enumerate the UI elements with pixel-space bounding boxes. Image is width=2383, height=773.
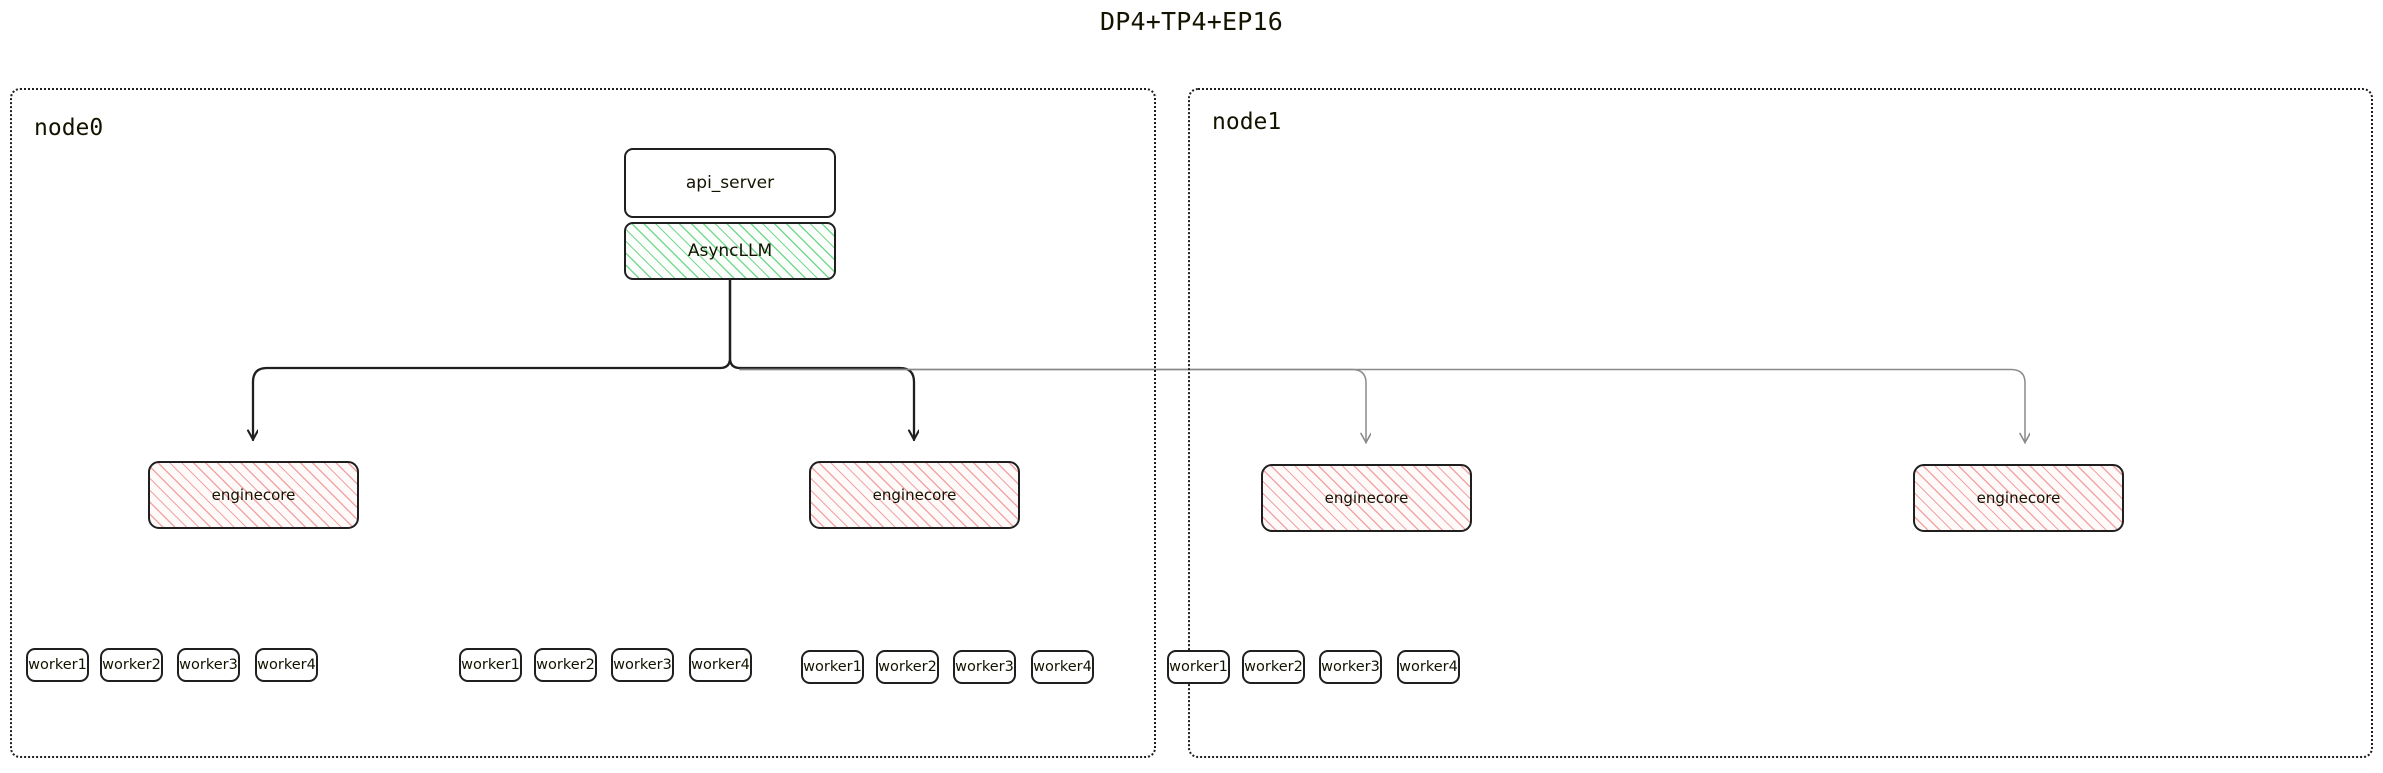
node-enginecore-3[interactable]: enginecore — [1913, 464, 2124, 532]
subgraph-node1-label: node1 — [1212, 109, 1282, 135]
node-api-server[interactable]: api_server — [624, 148, 836, 218]
page-title: DP4+TP4+EP16 — [1099, 7, 1283, 36]
node-async-llm-label: AsyncLLM — [687, 241, 773, 261]
node-worker-g1-3[interactable]: worker3 — [611, 648, 674, 682]
node-worker-g3-2[interactable]: worker2 — [1242, 650, 1305, 684]
node-async-llm[interactable]: AsyncLLM — [624, 222, 836, 280]
node-worker-g3-1-label: worker1 — [1169, 659, 1228, 675]
subgraph-node0: node0 — [10, 88, 1156, 758]
node-worker-g1-4[interactable]: worker4 — [689, 648, 752, 682]
node-worker-g2-1[interactable]: worker1 — [801, 650, 864, 684]
node-worker-g0-3[interactable]: worker3 — [177, 648, 240, 682]
node-enginecore-1[interactable]: enginecore — [809, 461, 1020, 529]
node-worker-g2-2[interactable]: worker2 — [876, 650, 939, 684]
node-worker-g0-4-label: worker4 — [257, 657, 316, 673]
node-worker-g1-2-label: worker2 — [536, 657, 595, 673]
node-worker-g3-4[interactable]: worker4 — [1397, 650, 1460, 684]
node-worker-g2-4-label: worker4 — [1033, 659, 1092, 675]
node-worker-g3-2-label: worker2 — [1244, 659, 1303, 675]
node-worker-g0-2-label: worker2 — [102, 657, 161, 673]
node-worker-g0-1[interactable]: worker1 — [26, 648, 89, 682]
node-worker-g1-2[interactable]: worker2 — [534, 648, 597, 682]
node-worker-g1-1[interactable]: worker1 — [459, 648, 522, 682]
node-worker-g3-3-label: worker3 — [1321, 659, 1380, 675]
node-worker-g3-3[interactable]: worker3 — [1319, 650, 1382, 684]
node-worker-g2-3-label: worker3 — [955, 659, 1014, 675]
node-worker-g0-4[interactable]: worker4 — [255, 648, 318, 682]
node-worker-g3-4-label: worker4 — [1399, 659, 1458, 675]
node-worker-g3-1[interactable]: worker1 — [1167, 650, 1230, 684]
node-enginecore-0-label: enginecore — [211, 486, 296, 504]
node-enginecore-2-label: enginecore — [1324, 489, 1409, 507]
node-worker-g2-2-label: worker2 — [878, 659, 937, 675]
node-enginecore-1-label: enginecore — [872, 486, 957, 504]
node-enginecore-3-label: enginecore — [1976, 489, 2061, 507]
node-worker-g2-3[interactable]: worker3 — [953, 650, 1016, 684]
node-worker-g1-1-label: worker1 — [461, 657, 520, 673]
node-worker-g2-1-label: worker1 — [803, 659, 862, 675]
node-worker-g0-1-label: worker1 — [28, 657, 87, 673]
node-worker-g2-4[interactable]: worker4 — [1031, 650, 1094, 684]
node-enginecore-0[interactable]: enginecore — [148, 461, 359, 529]
subgraph-node1: node1 — [1188, 88, 2373, 758]
subgraph-node0-label: node0 — [34, 115, 104, 141]
node-worker-g0-2[interactable]: worker2 — [100, 648, 163, 682]
node-enginecore-2[interactable]: enginecore — [1261, 464, 1472, 532]
node-worker-g1-3-label: worker3 — [613, 657, 672, 673]
node-worker-g1-4-label: worker4 — [691, 657, 750, 673]
node-worker-g0-3-label: worker3 — [179, 657, 238, 673]
node-api-server-label: api_server — [685, 173, 775, 193]
